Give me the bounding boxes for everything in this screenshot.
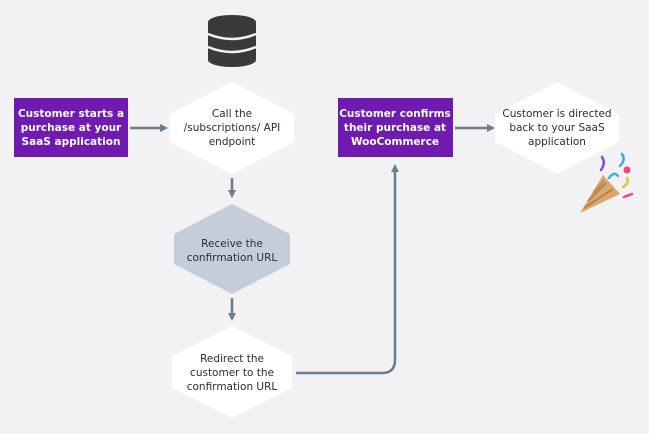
node-receive-line-2: confirmation URL	[187, 252, 278, 264]
node-redirect-line-3: confirmation URL	[187, 381, 278, 393]
node-directed-back: Customer is directed back to your SaaS a…	[495, 82, 619, 174]
node-directed-line-1: Customer is directed	[502, 108, 611, 120]
node-call-api-line-2: /subscriptions/ API	[184, 122, 281, 134]
node-redirect-line-2: customer to the	[190, 367, 274, 379]
node-confirm-purchase: Customer confirms their purchase at WooC…	[338, 98, 453, 157]
connector-redirect-to-confirm	[296, 164, 399, 375]
node-receive-url: Receive the confirmation URL	[174, 204, 290, 294]
node-directed-line-3: application	[528, 136, 586, 148]
database-icon	[207, 15, 257, 67]
node-directed-line-2: back to your SaaS	[509, 122, 605, 134]
node-start-line-3: SaaS application	[22, 136, 121, 148]
node-start-purchase: Customer starts a purchase at your SaaS …	[14, 98, 128, 157]
node-call-api-line-3: endpoint	[209, 136, 256, 148]
party-popper-icon	[580, 152, 634, 213]
node-confirm-line-3: WooCommerce	[351, 136, 439, 148]
node-redirect-line-1: Redirect the	[200, 353, 264, 365]
node-start-line-2: purchase at your	[21, 122, 122, 134]
node-call-api-line-1: Call the	[212, 108, 252, 120]
node-receive-line-1: Receive the	[201, 238, 263, 250]
node-confirm-line-2: their purchase at	[344, 122, 446, 134]
node-confirm-line-1: Customer confirms	[339, 108, 451, 120]
node-call-api: Call the /subscriptions/ API endpoint	[170, 82, 294, 174]
node-start-line-1: Customer starts a	[18, 108, 124, 120]
node-redirect: Redirect the customer to the confirmatio…	[172, 326, 292, 418]
